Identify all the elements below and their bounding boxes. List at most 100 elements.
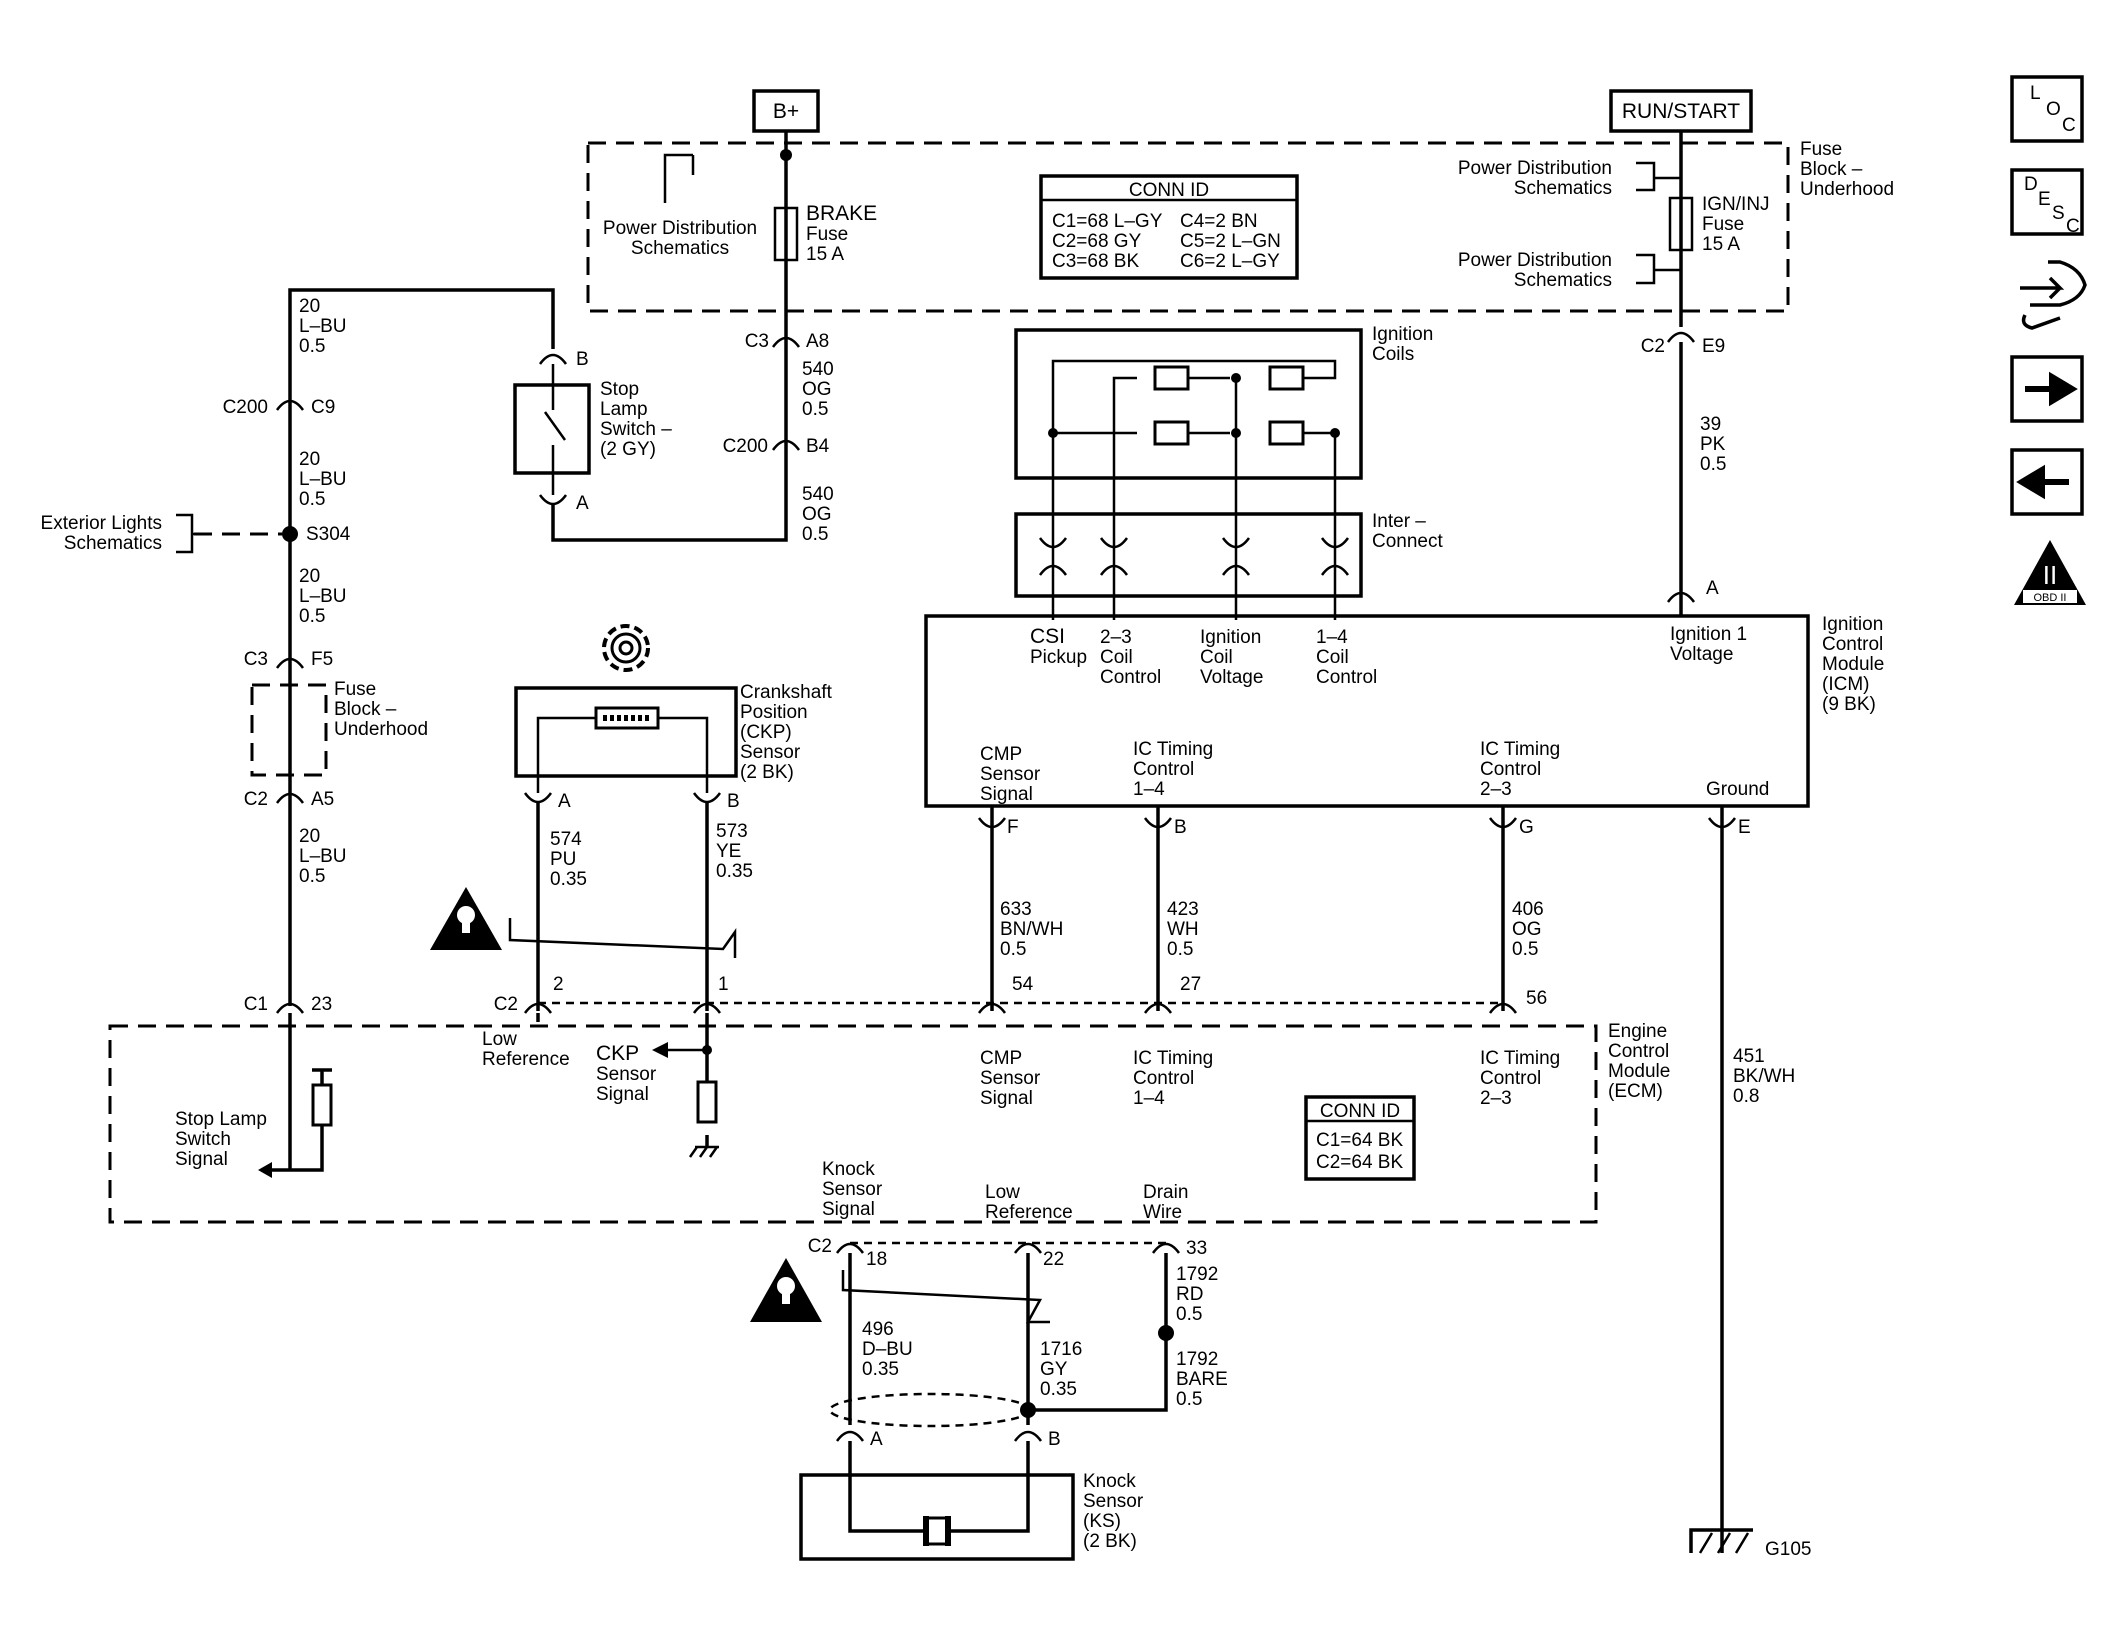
- desc-button[interactable]: D E S C: [2010, 168, 2084, 237]
- ecm-ict14-1: IC Timing: [1133, 1048, 1213, 1069]
- fuse-block-top: [586, 141, 1790, 313]
- pds-left-1: Power Distribution: [603, 218, 757, 239]
- fuse-block-label-3: Underhood: [1800, 179, 1894, 200]
- ign-coils-2: Coils: [1372, 344, 1414, 365]
- ecm-ict23-1: IC Timing: [1480, 1048, 1560, 1069]
- w1716-3: 0.35: [1040, 1379, 1077, 1400]
- prev-arrow-button[interactable]: [2010, 448, 2084, 516]
- ckp-l1: Crankshaft: [740, 682, 833, 703]
- icm-cmp-3: Signal: [980, 784, 1033, 805]
- ckp-l2: Position: [740, 702, 808, 723]
- icm-ict23-1: IC Timing: [1480, 739, 1560, 760]
- bw-w1-3: 0.5: [802, 399, 828, 420]
- w406-1: 406: [1512, 899, 1544, 920]
- ecm-ks-2: Sensor: [822, 1179, 883, 1200]
- lb-f5: F5: [311, 649, 333, 670]
- lb-23: 23: [311, 994, 332, 1015]
- obd-ii-roman: II: [2043, 560, 2057, 590]
- icm-pin-a: A: [1706, 578, 1719, 599]
- ecm-ks-3: Signal: [822, 1199, 875, 1220]
- w633-3: 0.5: [1000, 939, 1026, 960]
- ext-lights-1: Exterior Lights: [41, 513, 162, 534]
- ecm-low-2: Reference: [482, 1049, 570, 1070]
- conn-id-ecm-title: CONN ID: [1320, 1101, 1400, 1122]
- ecm-ground-icon: [688, 1145, 719, 1158]
- icm-csi-2: Pickup: [1030, 647, 1087, 668]
- brake-fuse-3: 15 A: [806, 244, 844, 265]
- icm-name-4: (ICM): [1822, 674, 1869, 695]
- ckp-wb-2: YE: [716, 841, 741, 862]
- conn-id-top: [1039, 174, 1299, 280]
- knock-p18: 18: [866, 1249, 887, 1270]
- icm-c14-3: Control: [1316, 667, 1377, 688]
- next-arrow-button[interactable]: [2010, 355, 2084, 423]
- ext-lights-2: Schematics: [64, 533, 162, 554]
- ecm-ks-1: Knock: [822, 1159, 875, 1180]
- bw-w2-1: 540: [802, 484, 834, 505]
- loc-button[interactable]: L O C: [2010, 75, 2084, 143]
- w39-1: 39: [1700, 414, 1721, 435]
- ks-l4: (2 BK): [1083, 1531, 1137, 1552]
- runstart-label: RUN/START: [1622, 100, 1740, 123]
- ecm-cmp-2: Sensor: [980, 1068, 1041, 1089]
- warning-icon-knock: [750, 1258, 822, 1322]
- lb-fb-2: Block –: [334, 699, 397, 720]
- ks-l3: (KS): [1083, 1511, 1121, 1532]
- pds-right-top-2: Schematics: [1514, 178, 1612, 199]
- inter-1: Inter –: [1372, 511, 1426, 532]
- conn-id-top-c5: C5=2 L–GN: [1180, 231, 1281, 252]
- ign-fuse: [1668, 196, 1694, 252]
- loc-c: C: [2062, 115, 2076, 136]
- bw-c3: C3: [745, 331, 769, 352]
- lb-w1-2: L–BU: [299, 316, 347, 337]
- icm-name-3: Module: [1822, 654, 1884, 675]
- lb-w4-1: 20: [299, 826, 320, 847]
- knock-pin-b: B: [1048, 1429, 1061, 1450]
- ckp-l3: (CKP): [740, 722, 792, 743]
- conn-id-ecm-c1: C1=64 BK: [1316, 1130, 1403, 1151]
- w633-1: 633: [1000, 899, 1032, 920]
- desc-s: S: [2052, 203, 2065, 224]
- ckp-twisted-pair: [508, 918, 737, 958]
- knock-p33: 33: [1186, 1238, 1207, 1259]
- icm-cmp-2: Sensor: [980, 764, 1041, 785]
- stop-lamp-l3: Switch –: [600, 419, 672, 440]
- desc-c: C: [2066, 216, 2080, 237]
- icm-c23-1: 2–3: [1100, 627, 1132, 648]
- lb-s304: S304: [306, 524, 351, 545]
- ecm-name-1: Engine: [1608, 1021, 1667, 1042]
- c200-b4-connector: [771, 439, 801, 451]
- ecm-cmp-1: CMP: [980, 1048, 1022, 1069]
- ecm-lr-1: Low: [985, 1182, 1020, 1203]
- ckp-wa-1: 574: [550, 829, 582, 850]
- pds-left-2: Schematics: [631, 238, 729, 259]
- bw-b4: B4: [806, 436, 830, 457]
- c200-c9-connector: [275, 399, 305, 411]
- obd-ii-icon[interactable]: II OBD II: [2014, 540, 2086, 605]
- drain-splice: [1158, 1325, 1174, 1341]
- stop-lamp-l4: (2 GY): [600, 439, 656, 460]
- ignition-coils-box: [1014, 328, 1363, 480]
- repair-icon[interactable]: [2020, 260, 2087, 330]
- ecm-lr-2: Reference: [985, 1202, 1073, 1223]
- ecm-c2: C2: [494, 994, 518, 1015]
- icm-name-1: Ignition: [1822, 614, 1883, 635]
- ecm-ckp-2: Sensor: [596, 1064, 657, 1085]
- sls-resistor: [311, 1083, 333, 1127]
- ecm-sls-2: Switch: [175, 1129, 231, 1150]
- lb-a5: A5: [311, 789, 334, 810]
- desc-e: E: [2038, 189, 2051, 210]
- w423-3: 0.5: [1167, 939, 1193, 960]
- warning-icon: [430, 887, 502, 950]
- ext-lights-bracket: [176, 513, 200, 554]
- ecm-ict23-2: Control: [1480, 1068, 1541, 1089]
- icm-ict14-2: Control: [1133, 759, 1194, 780]
- c2-a5-connector: [275, 792, 305, 804]
- desc-d: D: [2024, 174, 2038, 195]
- icm-ict23-3: 2–3: [1480, 779, 1512, 800]
- c2-e9-connector: [1666, 331, 1696, 343]
- lb-w4-3: 0.5: [299, 866, 325, 887]
- ckp-wa-2: PU: [550, 849, 576, 870]
- ks-l2: Sensor: [1083, 1491, 1144, 1512]
